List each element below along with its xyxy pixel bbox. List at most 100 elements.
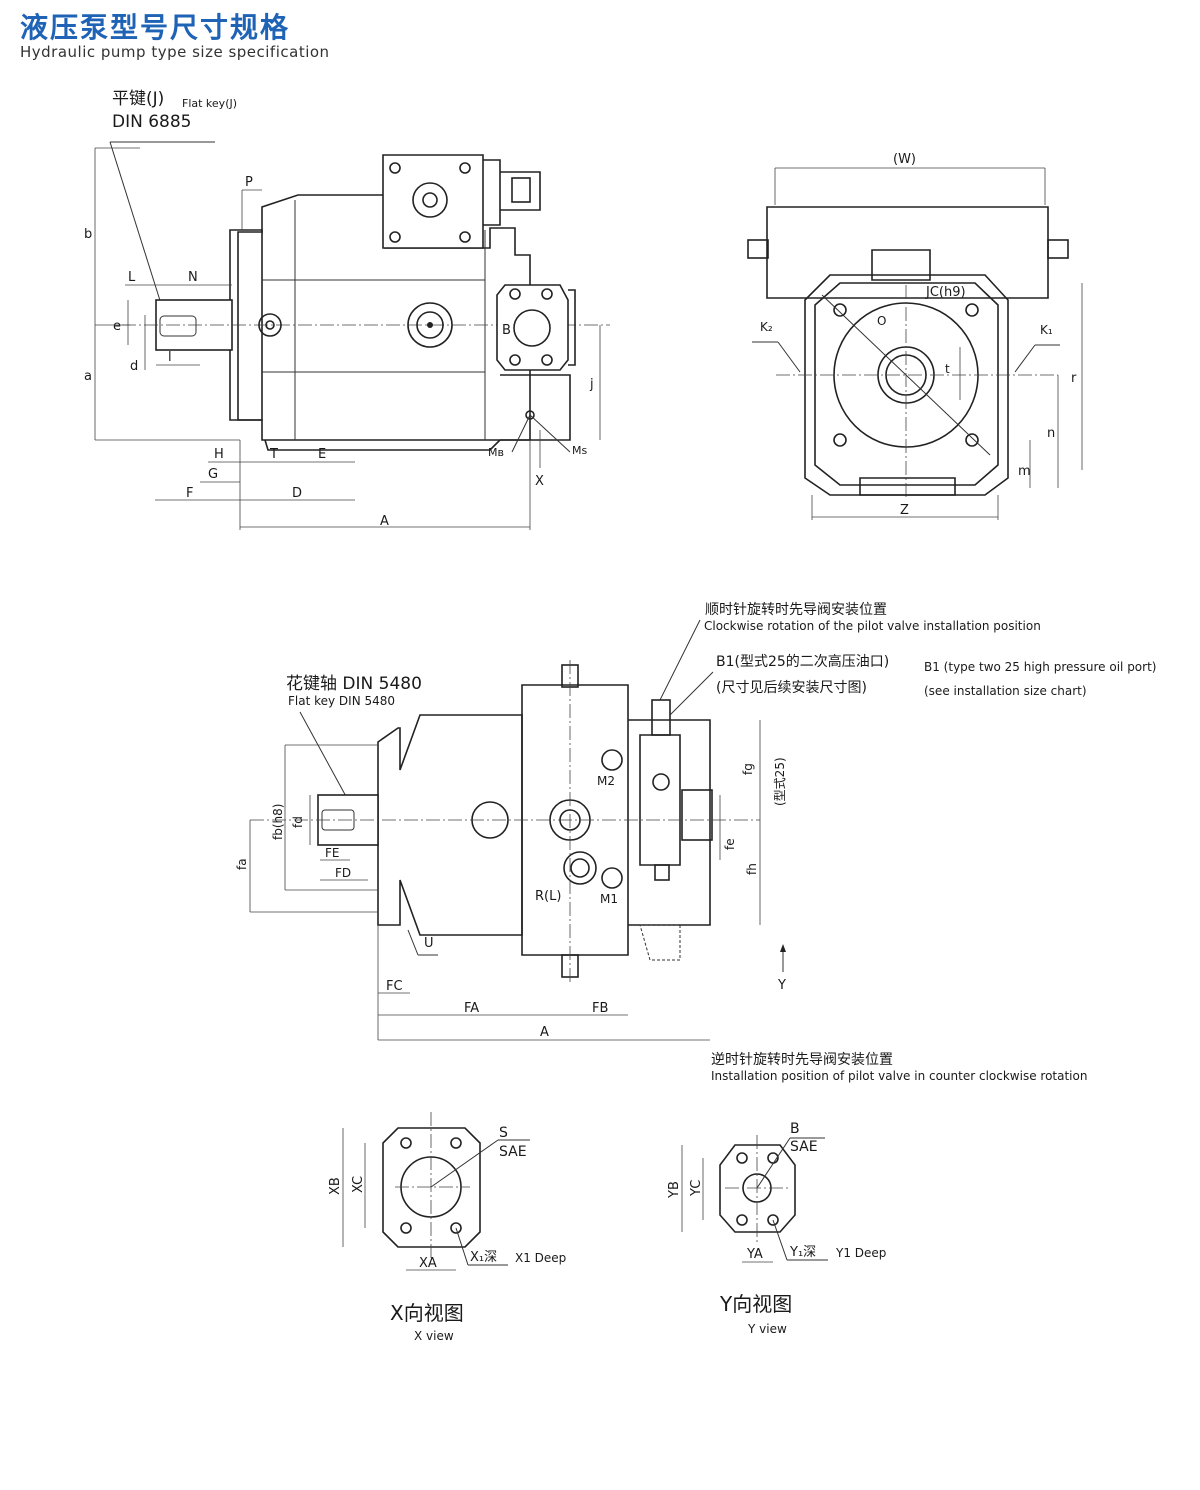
y-dim-YA: YA	[746, 1247, 763, 1262]
y-dim-YB: YB	[667, 1181, 682, 1199]
dim-t: t	[945, 362, 950, 376]
front-flange	[804, 274, 1009, 496]
pilot-cw-en: Clockwise rotation of the pilot valve in…	[704, 619, 1041, 633]
dim-T: T	[269, 447, 278, 462]
spline-cn: 花键轴 DIN 5480	[286, 674, 422, 694]
dim-O: O	[877, 314, 886, 328]
y-view-title-en: Y view	[747, 1322, 787, 1336]
dim-FA: FA	[464, 1001, 479, 1016]
b1-cn-1: B1(型式25的二次高压油口)	[716, 653, 889, 670]
x-dim-X1: X₁深	[470, 1250, 497, 1265]
dim-K2: K₂	[760, 320, 773, 334]
spline-en: Flat key DIN 5480	[288, 694, 395, 708]
x-dim-XB: XB	[328, 1177, 343, 1195]
pilot-ccw-cn: 逆时针旋转时先导阀安装位置	[711, 1052, 893, 1068]
port-R: R(L)	[535, 889, 561, 904]
dim-H: H	[214, 447, 224, 462]
page-subtitle: Hydraulic pump type size specification	[20, 43, 330, 61]
bolt-icon	[258, 313, 282, 337]
dim-E: E	[318, 447, 326, 462]
dim-F: F	[186, 486, 193, 501]
dim-port-B: B	[502, 323, 511, 338]
port-b-flange	[496, 284, 569, 371]
y-dim-SAE: SAE	[790, 1139, 818, 1155]
x-view-title-cn: X向视图	[390, 1301, 464, 1325]
key-label-en: Flat key(J)	[182, 97, 237, 110]
dim-U: U	[424, 936, 434, 951]
valve-housing	[521, 684, 629, 956]
key-std: DIN 6885	[112, 112, 192, 132]
dim-JC: JC(h9)	[925, 285, 966, 300]
dim-D: D	[292, 486, 302, 501]
dim-A-mid: A	[540, 1025, 549, 1040]
dim-fa: fa	[235, 858, 249, 870]
dim-N: N	[188, 270, 198, 285]
dim-d: d	[130, 359, 138, 374]
dim-l: l	[168, 350, 172, 365]
pilot-valve	[639, 734, 681, 866]
y-dim-Y1: Y₁深	[789, 1245, 816, 1260]
dim-FD: FD	[335, 866, 351, 880]
x-dim-XA: XA	[419, 1256, 437, 1271]
dim-e: e	[113, 319, 121, 334]
x-view: S SAE XB XC XA X₁深 X1 Deep X向视图 X view	[328, 1112, 566, 1343]
y-dim-Y1-en: Y1 Deep	[835, 1246, 886, 1260]
dim-FE: FE	[325, 846, 339, 860]
dim-X: X	[535, 474, 544, 489]
view-arrow-Y: Y	[777, 978, 786, 993]
port-MB: Mʙ	[488, 446, 504, 459]
dim-fd: fd	[291, 816, 305, 828]
dim-A: A	[380, 514, 389, 529]
pump-body-side	[237, 194, 531, 441]
b1-en-2: (see installation size chart)	[924, 684, 1087, 698]
dim-P: P	[245, 175, 253, 190]
x-dim-X1-en: X1 Deep	[515, 1251, 566, 1265]
y-view: B SAE YB YC YA Y₁深 Y1 Deep Y向视图 Y view	[667, 1121, 886, 1336]
top-left-view: 平键(J) Flat key(J) DIN 6885	[84, 89, 610, 530]
port-M2: M2	[597, 774, 615, 788]
dim-L: L	[128, 270, 136, 285]
port-circle-icon	[407, 302, 453, 348]
dim-fg: fg	[741, 763, 755, 775]
top-right-view: (W) JC(h9) K₂ K₁ O t r n m	[747, 152, 1083, 520]
y-dim-B: B	[790, 1121, 800, 1137]
y-dim-YC: YC	[689, 1180, 704, 1197]
dim-G: G	[208, 467, 218, 482]
body-bottom	[264, 439, 501, 451]
dim-fh: fh	[745, 863, 759, 875]
key-label-cn: 平键(J)	[112, 89, 164, 109]
x-view-title-en: X view	[414, 1329, 454, 1343]
port-MS: Ms	[572, 444, 587, 457]
dim-b: b	[84, 227, 92, 242]
dim-fe: fe	[723, 838, 737, 850]
x-dim-XC: XC	[351, 1176, 366, 1193]
type25-note: (型式25)	[773, 757, 787, 806]
dim-fb: fb(h8)	[271, 804, 285, 840]
control-valve-block	[382, 154, 484, 249]
b1-en-1: B1 (type two 25 high pressure oil port)	[924, 660, 1156, 674]
port-M1: M1	[600, 892, 618, 906]
top-housing	[766, 206, 1049, 299]
mount-flange	[229, 229, 263, 421]
dim-W: (W)	[893, 152, 916, 167]
middle-view: 顺时针旋转时先导阀安装位置 Clockwise rotation of the …	[235, 602, 1156, 1083]
pilot-ccw-en: Installation position of pilot valve in …	[711, 1069, 1087, 1083]
dim-j: j	[589, 377, 594, 392]
pump-body-top	[377, 714, 523, 936]
dim-m: m	[1018, 464, 1031, 479]
page-title: 液压泵型号尺寸规格	[20, 11, 291, 44]
b1-cn-2: (尺寸见后续安装尺寸图)	[716, 679, 867, 696]
x-dim-SAE: SAE	[499, 1144, 527, 1160]
dim-Z: Z	[900, 503, 909, 518]
pilot-cw-cn: 顺时针旋转时先导阀安装位置	[705, 602, 887, 618]
x-flange	[382, 1127, 481, 1248]
dim-FC: FC	[386, 979, 403, 994]
x-dim-S: S	[499, 1125, 508, 1141]
y-view-title-cn: Y向视图	[719, 1292, 792, 1316]
dim-n: n	[1047, 426, 1055, 441]
dim-r: r	[1071, 371, 1077, 386]
dim-a: a	[84, 369, 92, 384]
dim-FB: FB	[592, 1001, 608, 1016]
y-flange	[719, 1144, 796, 1233]
